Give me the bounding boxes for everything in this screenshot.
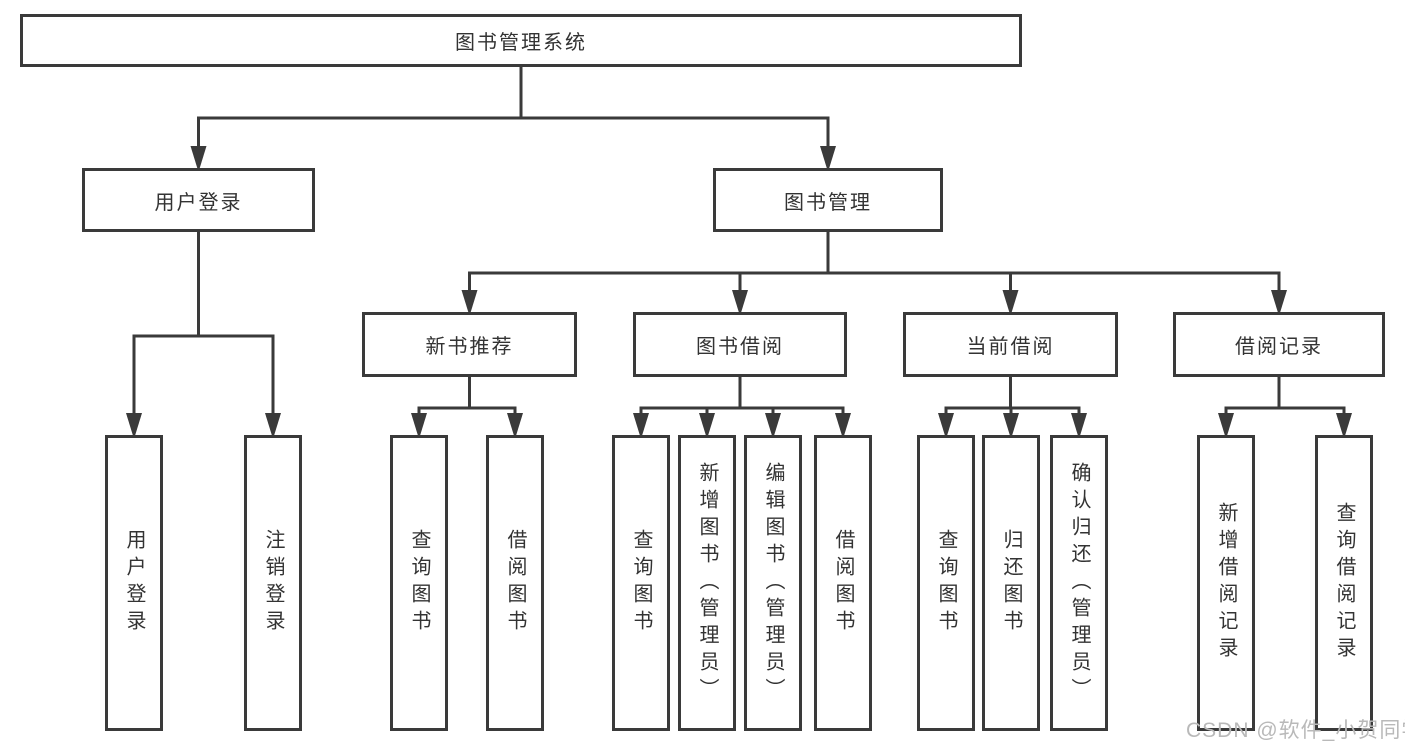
arrowhead-icon [461, 290, 478, 316]
node-label-borrow: 图书借阅 [696, 336, 784, 358]
node-label-login-user: 用户登录 [123, 529, 145, 637]
node-rec-query: 查询图书 [390, 435, 448, 731]
node-label-cur-query: 查询图书 [935, 529, 957, 637]
node-root: 图书管理系统 [20, 14, 1022, 67]
node-label-bor-add: 新增图书（管理员） [696, 461, 718, 705]
node-bor-add: 新增图书（管理员） [678, 435, 736, 731]
arrowhead-icon [1271, 290, 1287, 316]
node-label-recs-add: 新增借阅记录 [1215, 502, 1237, 664]
arrowhead-icon [938, 413, 954, 439]
node-bor-query: 查询图书 [612, 435, 670, 731]
node-recs-query: 查询借阅记录 [1315, 435, 1373, 731]
node-recs-add: 新增借阅记录 [1197, 435, 1255, 731]
node-label-mgmt: 图书管理 [784, 191, 872, 214]
node-label-bor-borrow: 借阅图书 [832, 529, 854, 637]
node-label-rec: 新书推荐 [425, 336, 514, 358]
node-current: 当前借阅 [903, 312, 1118, 377]
node-label-records: 借阅记录 [1235, 336, 1323, 358]
node-label-login-out: 注销登录 [262, 529, 284, 637]
node-records: 借阅记录 [1173, 312, 1385, 377]
node-label-current: 当前借阅 [966, 336, 1055, 358]
node-mgmt: 图书管理 [713, 168, 943, 232]
node-label-rec-query: 查询图书 [408, 529, 430, 637]
arrowhead-icon [633, 413, 649, 439]
node-label-cur-confirm: 确认归还（管理员） [1068, 461, 1090, 705]
node-label-root: 图书管理系统 [455, 32, 587, 54]
arrowhead-icon [765, 413, 781, 439]
arrowhead-icon [820, 146, 836, 172]
node-label-login: 用户登录 [154, 191, 243, 214]
arrowhead-icon [507, 413, 523, 439]
watermark: CSDN @软件_小贺同学 [1186, 719, 1405, 742]
node-label-bor-query: 查询图书 [630, 529, 652, 637]
node-login-out: 注销登录 [244, 435, 302, 731]
node-cur-query: 查询图书 [917, 435, 975, 731]
node-bor-edit: 编辑图书（管理员） [744, 435, 802, 731]
arrowhead-icon [1336, 413, 1352, 439]
arrowhead-icon [732, 290, 748, 316]
node-label-cur-return: 归还图书 [1000, 529, 1022, 637]
node-login-user: 用户登录 [105, 435, 163, 731]
node-borrow: 图书借阅 [633, 312, 847, 377]
arrowhead-icon [1218, 413, 1234, 439]
arrowhead-icon [1003, 413, 1019, 439]
node-cur-confirm: 确认归还（管理员） [1050, 435, 1108, 731]
arrowhead-icon [1002, 290, 1019, 316]
arrowhead-icon [411, 413, 427, 439]
arrowhead-icon [699, 413, 715, 439]
node-login: 用户登录 [82, 168, 315, 232]
arrowhead-icon [1071, 413, 1087, 439]
node-rec: 新书推荐 [362, 312, 577, 377]
arrowhead-icon [265, 413, 281, 439]
arrowhead-icon [190, 146, 207, 172]
node-rec-borrow: 借阅图书 [486, 435, 544, 731]
node-label-rec-borrow: 借阅图书 [504, 529, 526, 637]
arrowhead-icon [835, 413, 851, 439]
node-label-recs-query: 查询借阅记录 [1333, 502, 1355, 664]
arrowhead-icon [126, 413, 142, 439]
node-bor-borrow: 借阅图书 [814, 435, 872, 731]
node-label-bor-edit: 编辑图书（管理员） [762, 461, 784, 705]
node-cur-return: 归还图书 [982, 435, 1040, 731]
